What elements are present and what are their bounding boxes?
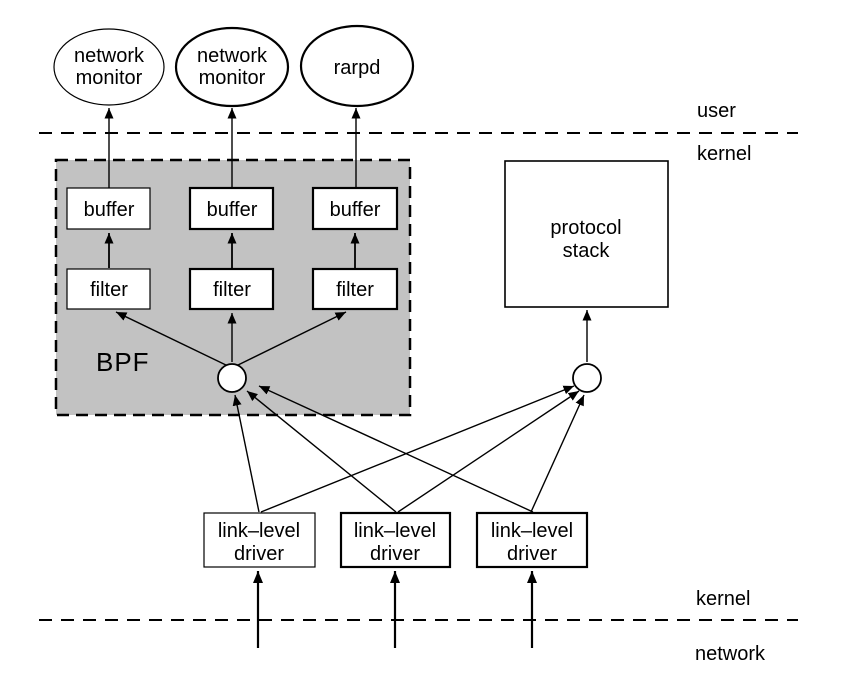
buffer-label-3: buffer	[330, 199, 381, 221]
driver1-label-line1: link–level	[218, 520, 300, 542]
filter-label-2: filter	[213, 279, 251, 301]
driver2-label-line2: driver	[370, 543, 420, 565]
network-layer-label: network	[695, 643, 766, 665]
arrow-driver1-to-stack-tap	[260, 385, 575, 513]
driver-to-bpf-arrows	[232, 385, 534, 513]
arrow-driver2-to-bpf-tap	[246, 390, 397, 513]
driver-box-2	[339, 511, 452, 569]
buffer-label-1: buffer	[84, 199, 135, 221]
arrow-driver2-to-stack-tap	[397, 390, 580, 513]
filter-box-2	[188, 267, 275, 311]
driver-box-3	[475, 511, 589, 569]
process-ellipse-monitor1	[53, 28, 165, 106]
protocol-stack-label-line1: protocol	[550, 217, 621, 239]
protocol-stack-label-line2: stack	[563, 240, 611, 262]
filter-box-3	[311, 267, 399, 311]
monitor2-label-line2: monitor	[199, 67, 266, 89]
process-ellipse-rarpd	[299, 24, 415, 108]
driver-to-stack-arrows	[260, 385, 585, 513]
tap-to-filter-arrows	[115, 311, 347, 367]
bpf-tap-circle	[217, 363, 247, 393]
filter-to-buffer-arrows	[104, 233, 360, 268]
protocol-stack-box	[504, 160, 669, 308]
arrow-driver1-to-bpf-tap	[232, 394, 260, 513]
driver3-label-line1: link–level	[491, 520, 573, 542]
network-to-driver-arrows	[253, 571, 537, 648]
driver-box-1	[203, 512, 316, 568]
rarpd-label: rarpd	[334, 57, 381, 79]
process-ellipse-monitor2	[174, 26, 290, 108]
driver3-label-line2: driver	[507, 543, 557, 565]
filter-box-1	[66, 268, 151, 310]
arrow-tap-to-filter1	[115, 311, 229, 367]
monitor2-label-line1: network	[197, 45, 268, 67]
kernel-upper-layer-label: kernel	[697, 143, 751, 165]
buffer-to-process-arrows	[104, 108, 361, 189]
buffer-box-3	[311, 186, 399, 231]
driver1-label-line2: driver	[234, 543, 284, 565]
buffer-box-2	[188, 186, 275, 231]
filter-label-3: filter	[336, 279, 374, 301]
kernel-lower-layer-label: kernel	[696, 588, 750, 610]
user-layer-label: user	[697, 100, 736, 122]
monitor1-label-line1: network	[74, 45, 145, 67]
driver2-label-line1: link–level	[354, 520, 436, 542]
monitor1-label-line2: monitor	[76, 67, 143, 89]
filter-label-1: filter	[90, 279, 128, 301]
buffer-box-1	[66, 187, 151, 230]
arrow-driver3-to-stack-tap	[530, 394, 585, 513]
bpf-label: BPF	[96, 347, 150, 377]
buffer-label-2: buffer	[207, 199, 258, 221]
arrow-tap-to-filter3	[235, 311, 347, 367]
stack-tap-circle	[572, 363, 602, 393]
arrow-driver3-to-bpf-tap	[258, 385, 534, 513]
